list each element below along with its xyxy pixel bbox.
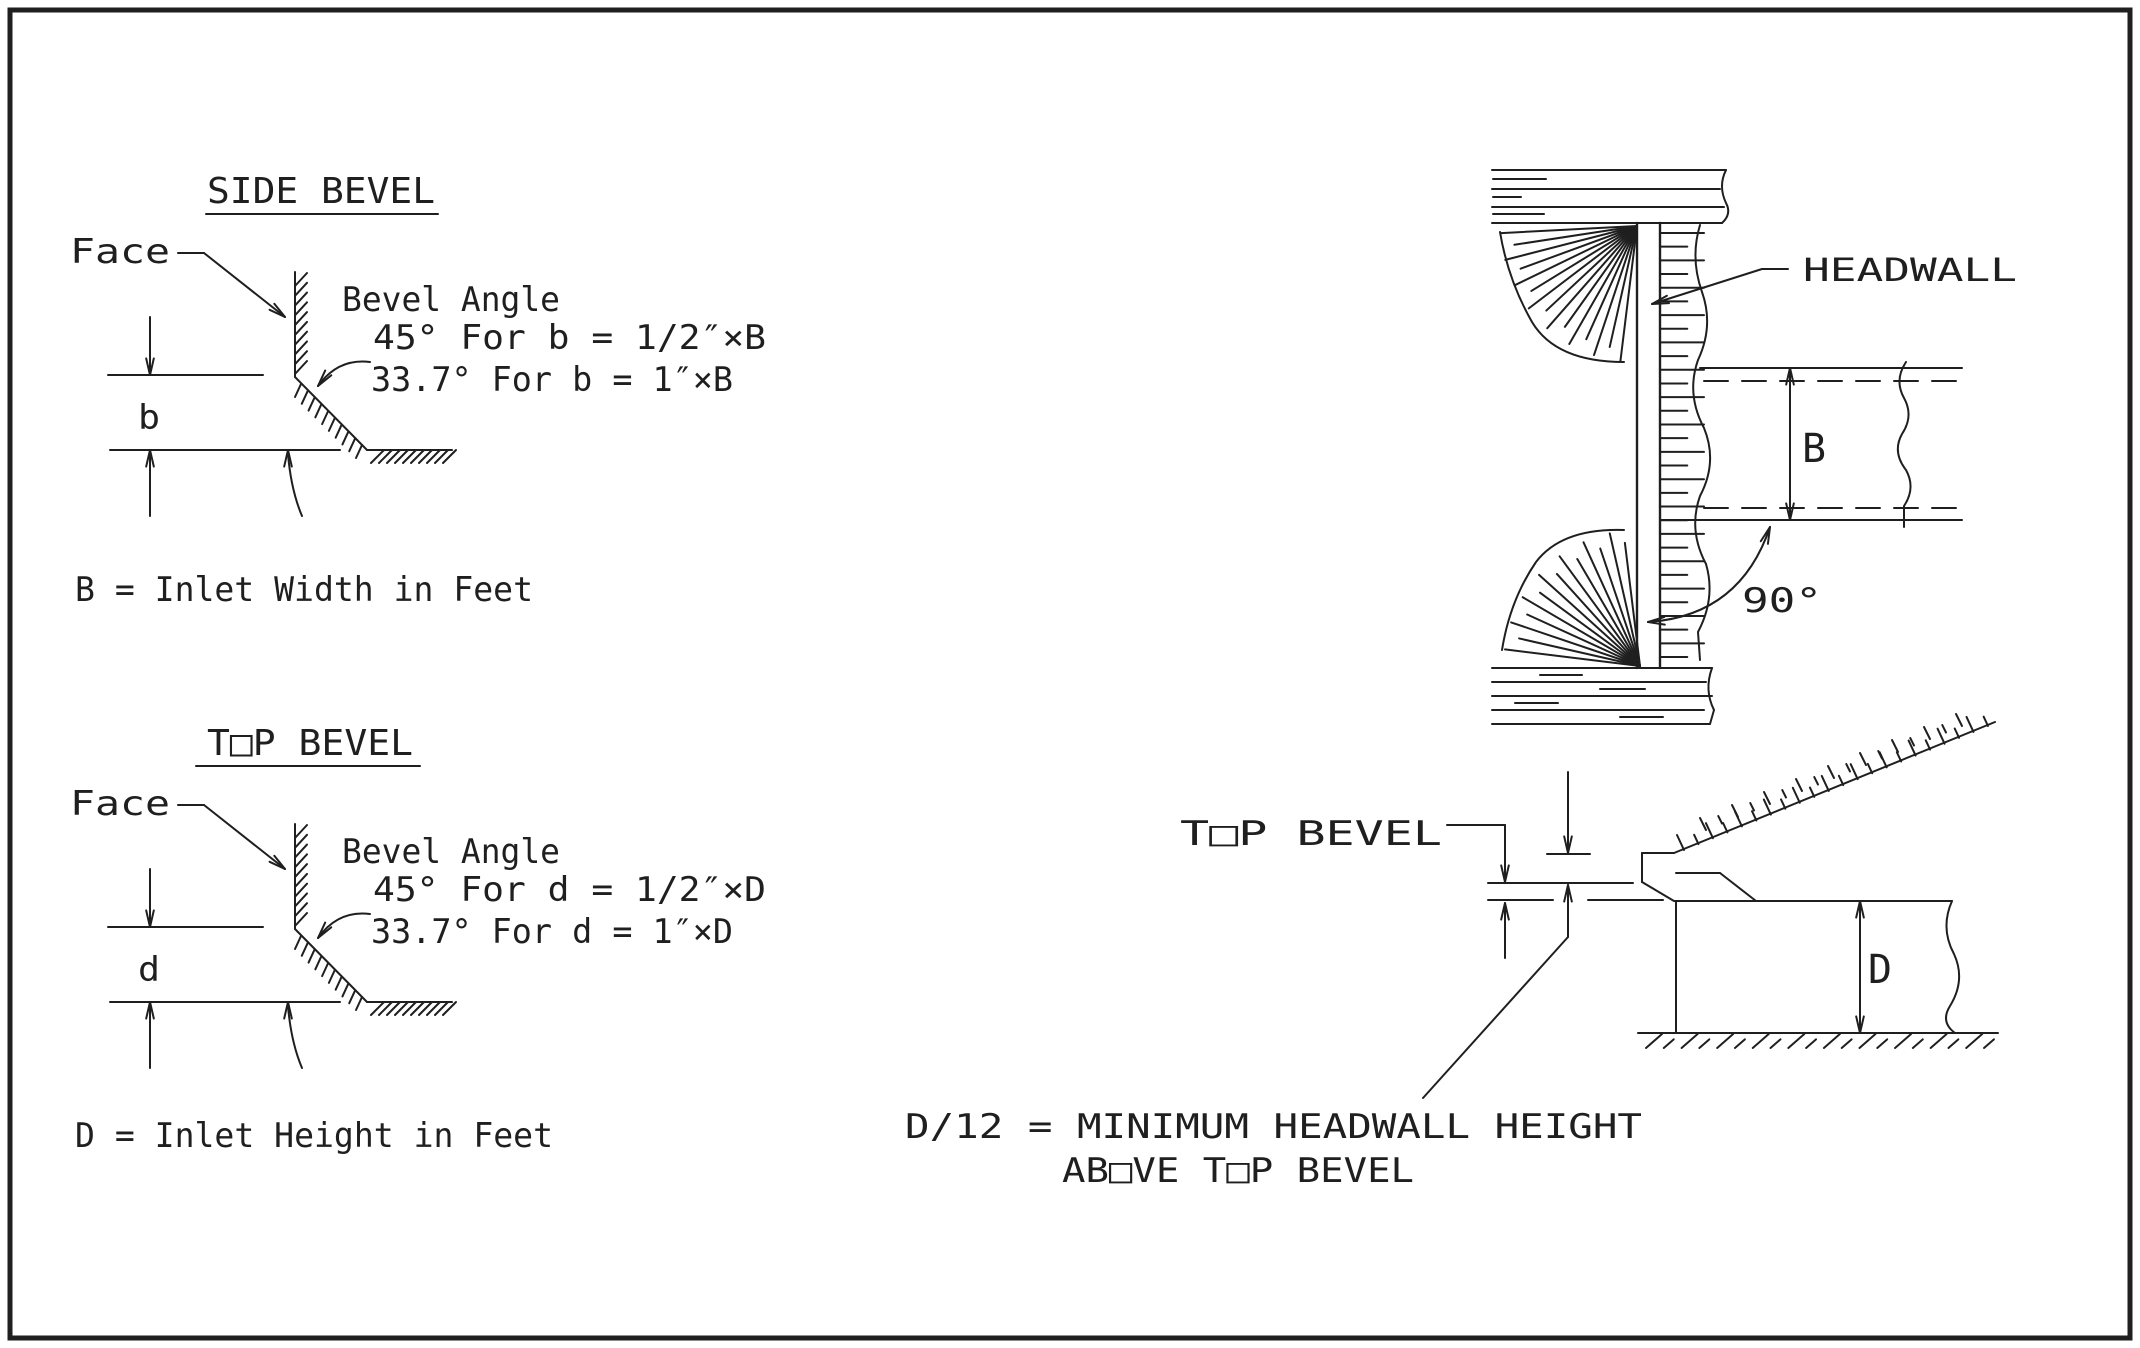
earth-fill-hatch <box>1659 232 1705 658</box>
side-bevel-dim-label: b <box>138 398 160 438</box>
top-bevel-section-arrowheads <box>1500 835 1865 1034</box>
top-bevel-slope-hatch <box>294 935 363 1011</box>
min-headwall-note-line1: D/12 = MINIMUM HEADWALL HEIGHT <box>905 1107 1642 1147</box>
side-bevel-linework <box>107 213 453 517</box>
top-bevel-face-label: Face <box>70 784 170 824</box>
top-bevel-angle-line1: 45° For d = 1/2″×D <box>373 870 766 910</box>
side-bevel-slope-hatch <box>294 383 363 459</box>
top-bevel-arrowheads <box>145 854 333 1020</box>
top-bevel-section-linework <box>1422 721 1999 1099</box>
inlet-height-note: D = Inlet Height in Feet <box>75 1116 553 1156</box>
side-bevel-angle-line2: 33.7° For b = 1″×B <box>371 360 733 400</box>
ground-hatch <box>1645 1033 1995 1049</box>
top-bevel-angle-line2: 33.7° For d = 1″×D <box>371 912 733 952</box>
side-bevel-angle-line1: 45° For b = 1/2″×B <box>373 318 766 358</box>
top-bevel-title: T□P BEVEL <box>207 723 413 764</box>
top-bevel-face-hatch <box>294 824 308 927</box>
embankment-hatch-row2 <box>1699 713 1963 831</box>
plan-width-label: B <box>1802 426 1826 472</box>
wingwall-fan-bottom <box>1504 532 1641 667</box>
top-bevel-angle-heading: Bevel Angle <box>342 832 560 872</box>
top-bevel-bottom-hatch <box>370 1001 457 1016</box>
section-top-bevel-label: T□P BEVEL <box>1180 814 1442 854</box>
angle-90-label: 90° <box>1742 581 1822 621</box>
min-headwall-note-line2: AB□VE T□P BEVEL <box>1062 1151 1414 1191</box>
side-bevel-bottom-hatch <box>370 449 457 464</box>
labels: SIDE BEVEL Face Bevel Angle 45° For b = … <box>70 171 2017 1191</box>
headwall-plan-linework <box>1491 169 1963 725</box>
inlet-width-note: B = Inlet Width in Feet <box>75 570 533 610</box>
headwall-plan-arrowheads <box>1647 294 1795 626</box>
section-depth-label: D <box>1868 947 1892 993</box>
wingwall-fan-top <box>1500 225 1638 362</box>
embankment-hatch-row1 <box>1676 715 1989 851</box>
headwall-label: HEADWALL <box>1803 251 2017 289</box>
side-bevel-face-label: Face <box>70 232 170 272</box>
side-bevel-face-hatch <box>294 272 308 375</box>
side-bevel-arrowheads <box>145 302 333 468</box>
sheet-border <box>7 7 2133 1341</box>
side-bevel-title: SIDE BEVEL <box>207 171 435 212</box>
top-bevel-dim-label: d <box>138 950 160 990</box>
side-bevel-angle-heading: Bevel Angle <box>342 280 560 320</box>
